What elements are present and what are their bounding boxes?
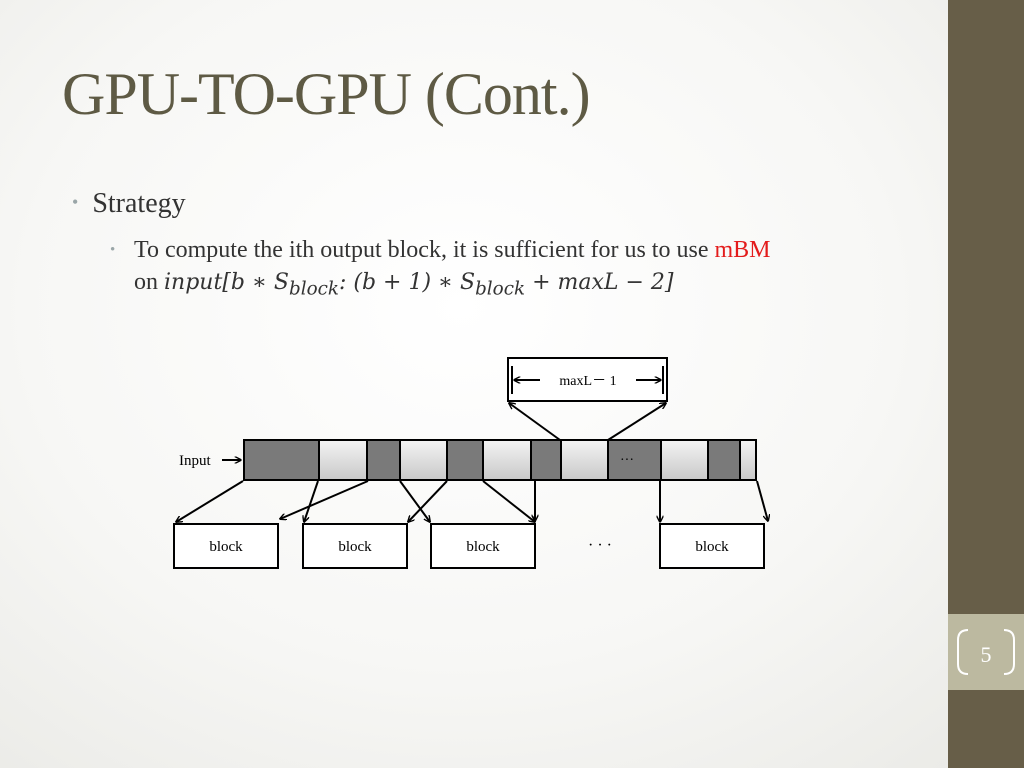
map-arrow	[482, 480, 535, 522]
maxl-expand-line-left	[509, 403, 561, 441]
output-block	[173, 523, 279, 569]
bullet-strategy: • Strategy	[72, 188, 186, 220]
page-number: 5	[980, 642, 992, 667]
map-arrow	[304, 480, 319, 522]
map-arrow	[399, 480, 430, 522]
input-segment	[399, 439, 448, 481]
map-arrow	[176, 480, 244, 522]
map-arrow	[756, 480, 768, 521]
bullet-compute-on: on	[134, 269, 164, 295]
bullet-dot-icon: •	[72, 192, 79, 212]
bullet-dot-icon: •	[110, 242, 116, 258]
output-block-label: block	[338, 539, 372, 555]
output-block	[302, 523, 408, 569]
bullet-strategy-text: Strategy	[92, 188, 186, 219]
bracket-frame-icon	[957, 629, 1015, 675]
mbm-highlight: mBM	[714, 237, 771, 263]
map-arrow	[280, 480, 369, 519]
page-number-box: 5	[948, 614, 1024, 690]
output-block-label: block	[695, 539, 729, 555]
output-ellipsis: · · ·	[588, 537, 612, 554]
bullet-compute: • To compute the ith output block, it is…	[110, 234, 910, 305]
formula-subscript: block	[475, 278, 526, 300]
map-arrow	[408, 480, 448, 522]
input-ellipsis: ···	[620, 453, 634, 468]
slide-title: GPU-TO-GPU (Cont.)	[62, 61, 591, 127]
input-label: Input	[179, 453, 211, 469]
maxl-label: maxL－ 1	[559, 374, 616, 389]
output-block	[659, 523, 765, 569]
input-segment	[318, 439, 368, 481]
output-block-label: block	[466, 539, 500, 555]
bullet-compute-prefix: To compute the ith output block, it is s…	[134, 237, 715, 263]
output-block-label: block	[209, 539, 243, 555]
output-block	[430, 523, 536, 569]
input-segment	[660, 439, 709, 481]
input-segment	[482, 439, 532, 481]
input-segment	[560, 439, 609, 481]
maxl-expand-line-right	[607, 403, 666, 441]
formula-subscript: block	[288, 278, 339, 300]
input-range-formula: input[b ∗ Sblock: (b + 1) ∗ Sblock + max…	[164, 270, 674, 300]
bullet-compute-text: To compute the ith output block, it is s…	[134, 234, 910, 305]
input-segment	[739, 439, 757, 481]
